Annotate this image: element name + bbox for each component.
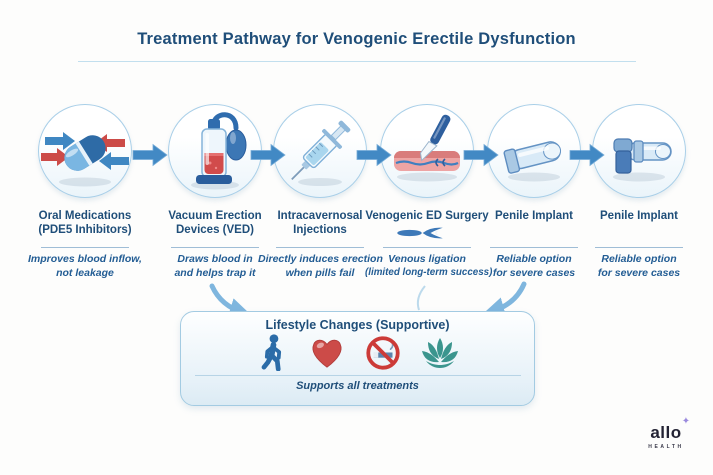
lifestyle-icons-row <box>181 333 534 375</box>
step-desc-line: and helps trap it <box>174 266 256 279</box>
step-underline <box>383 247 471 248</box>
step-desc-line: for severe cases <box>492 266 576 279</box>
heart-icon <box>308 334 346 375</box>
straight-penile-implant-icon <box>592 104 686 198</box>
flow-arrow-icon <box>356 142 392 168</box>
step-venogenic-ed-surgery: Venogenic ED Surgery Venous ligation (li… <box>365 104 493 280</box>
step-desc-line: Draws blood in <box>177 253 253 265</box>
title-divider <box>78 61 636 62</box>
step-title-line: Penile Implant <box>600 210 678 222</box>
step-penile-implant-curved: Penile Implant Reliable option for sever… <box>472 104 596 281</box>
step-title-line: (PDE5 Inhibitors) <box>38 223 132 236</box>
step-desc-line: when pills fail <box>285 266 355 279</box>
flow-arrow-icon <box>132 142 168 168</box>
walking-person-icon <box>256 333 290 376</box>
scalpel-on-tissue-icon <box>380 104 474 198</box>
lifestyle-caption: Supports all treatments <box>296 380 419 392</box>
step-underline <box>490 247 578 248</box>
page-title: Treatment Pathway for Venogenic Erectile… <box>137 30 576 48</box>
step-underline <box>276 247 364 248</box>
step-desc-line: for severe cases <box>597 266 681 279</box>
step-title-line: Devices (VED) <box>176 223 254 236</box>
step-title-line: Vacuum Erection <box>168 210 262 222</box>
step-underline <box>41 247 129 248</box>
step-title-line: Venogenic ED Surgery <box>365 210 489 222</box>
step-title-line: Oral Medications <box>38 210 132 222</box>
pill-with-arrows-icon <box>38 104 132 198</box>
lifestyle-changes-box: Lifestyle Changes (Supportive) <box>180 311 535 406</box>
step-oral-medications: Oral Medications (PDE5 Inhibitors) Impro… <box>23 104 147 281</box>
step-title-line: Intracavernosal <box>277 210 363 222</box>
flow-arrow-icon <box>463 142 499 168</box>
step-underline <box>595 247 683 248</box>
brand-tagline: HEALTH <box>648 444 684 450</box>
step-desc-line: not leakage <box>56 266 114 279</box>
brand-logo: allo✦ HEALTH <box>633 416 699 451</box>
step-underline <box>171 247 259 248</box>
step-vacuum-erection-devices: Vacuum Erection Devices (VED) Draws bloo… <box>153 104 277 281</box>
flow-arrow-icon <box>569 142 605 168</box>
lifestyle-divider <box>194 375 521 376</box>
step-desc-line: Improves blood inflow, <box>28 253 142 265</box>
step-desc-line: Directly induces erection <box>258 253 383 265</box>
lotus-icon <box>420 334 460 375</box>
syringe-icon <box>273 104 367 198</box>
no-smoking-icon <box>364 333 402 376</box>
surgical-clamp-icon <box>365 226 489 240</box>
curved-penile-implant-icon <box>487 104 581 198</box>
lifestyle-title: Lifestyle Changes (Supportive) <box>265 318 450 332</box>
step-penile-implant-pump: Penile Implant Reliable option for sever… <box>577 104 701 281</box>
step-title-line: Injections <box>293 223 347 236</box>
step-desc-line: Reliable option <box>601 253 677 265</box>
brand-name: allo✦ <box>650 416 691 442</box>
step-title-line: Penile Implant <box>495 210 573 222</box>
step-desc-line: (limited long-term success) <box>365 266 493 278</box>
step-intracavernosal-injections: Intracavernosal Injections Directly indu… <box>258 104 383 281</box>
step-desc-line: Venous ligation <box>388 253 466 265</box>
sparkle-icon: ✦ <box>681 416 691 427</box>
step-desc-line: Reliable option <box>496 253 572 265</box>
flow-arrow-icon <box>250 142 286 168</box>
vacuum-pump-device-icon <box>168 104 262 198</box>
